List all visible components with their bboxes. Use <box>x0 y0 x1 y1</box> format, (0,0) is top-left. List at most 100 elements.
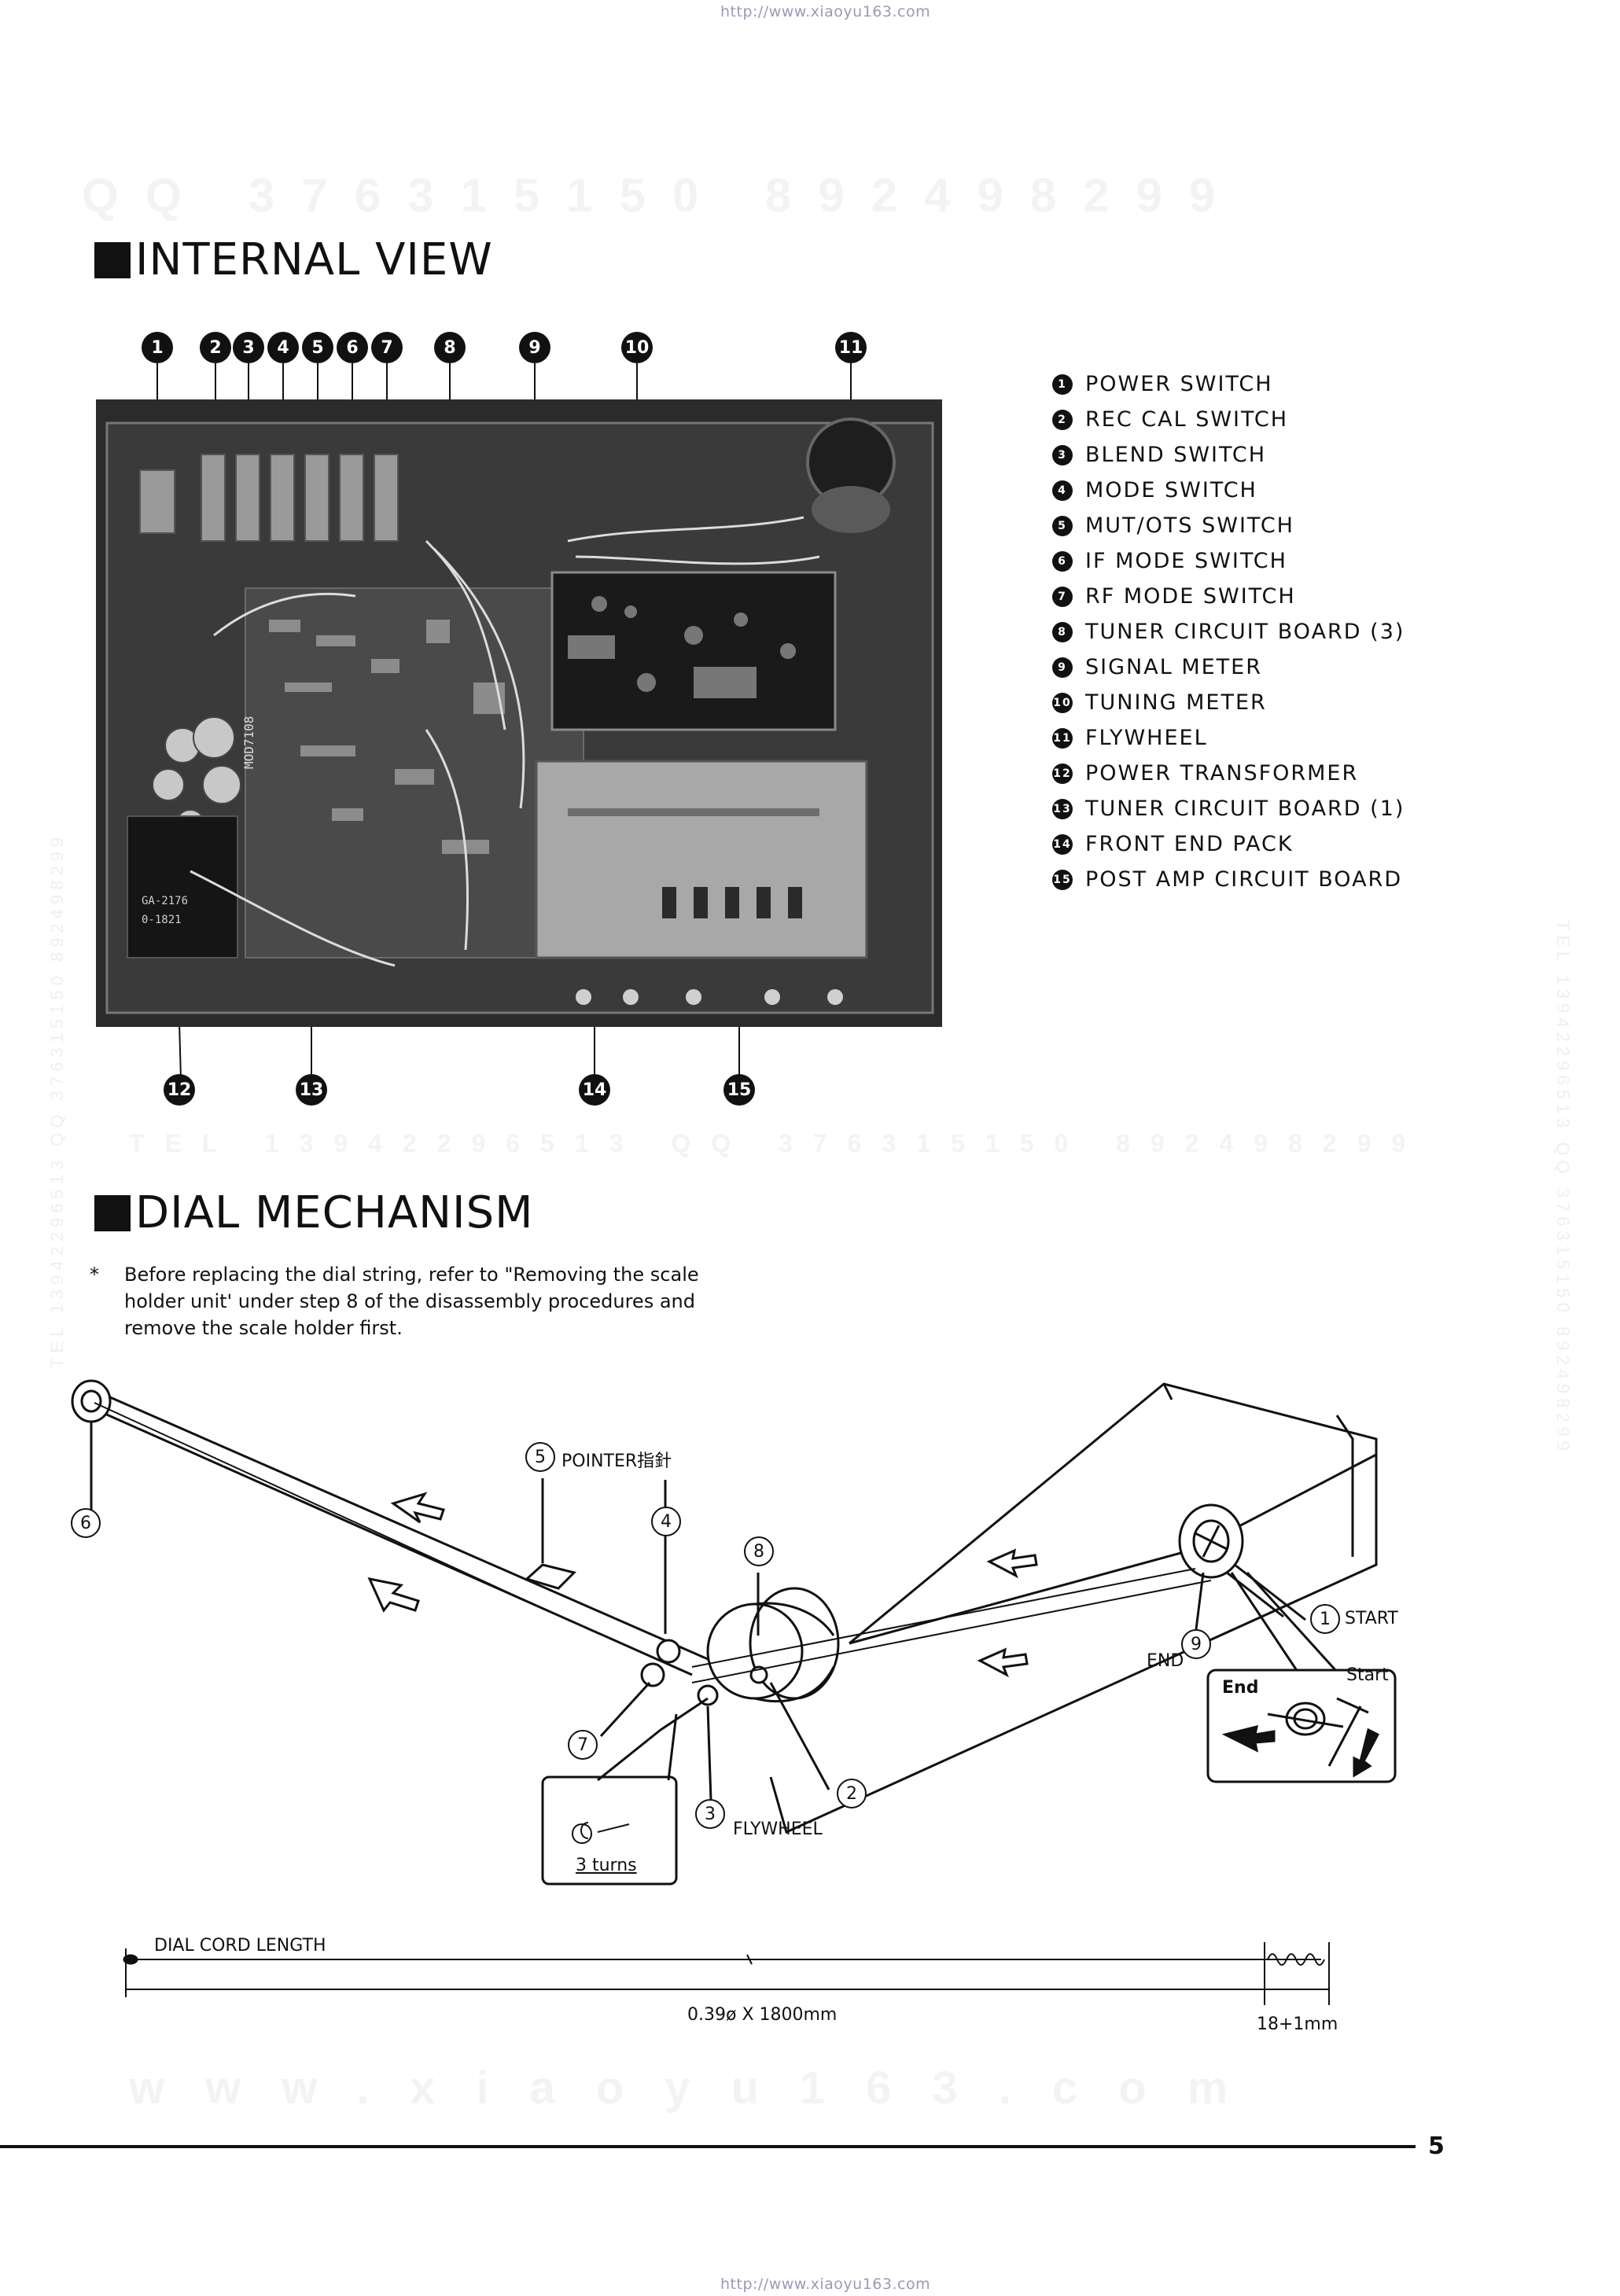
callout-badge: 2 <box>200 332 231 363</box>
turns-label: 3 turns <box>576 1856 637 1875</box>
legend-label: TUNER CIRCUIT BOARD (1) <box>1085 797 1405 821</box>
legend-number-icon: 8 <box>1052 621 1073 642</box>
dial-circle-number: 8 <box>744 1536 774 1566</box>
heading-square-icon <box>94 1194 131 1231</box>
flywheel-label: FLYWHEEL <box>733 1820 823 1839</box>
legend-number-icon: 1 <box>1052 373 1073 395</box>
dial-note: * Before replacing the dial string, refe… <box>90 1261 719 1341</box>
callout-badge: 5 <box>302 332 333 363</box>
callout-badge: 15 <box>723 1074 755 1106</box>
legend-item: 5 MUT/OTS SWITCH <box>1052 508 1405 543</box>
legend-item: 13 TUNER CIRCUIT BOARD (1) <box>1052 791 1405 826</box>
footer-url[interactable]: http://www.xiaoyu163.com <box>720 2276 931 2293</box>
legend-label: MUT/OTS SWITCH <box>1085 513 1294 538</box>
legend-label: RF MODE SWITCH <box>1085 584 1296 609</box>
legend-item: 3 BLEND SWITCH <box>1052 437 1405 473</box>
callout-badge: 13 <box>296 1074 327 1106</box>
note-line: Before replacing the dial string, refer … <box>124 1264 699 1286</box>
note-marker: * <box>90 1264 99 1286</box>
heading-square-icon <box>94 241 131 278</box>
transformer-text: 0-1821 <box>142 914 182 926</box>
header-url[interactable]: http://www.xiaoyu163.com <box>720 3 931 20</box>
dial-cord-title: DIAL CORD LENGTH <box>154 1936 326 1956</box>
callout-badge: 9 <box>519 332 550 363</box>
inset-start-label: Start <box>1346 1665 1389 1685</box>
dial-circle-number: 2 <box>837 1779 867 1808</box>
internal-view-heading: INTERNAL VIEW <box>94 234 493 285</box>
transformer-text: GA-2176 <box>142 895 188 907</box>
callout-badge: 14 <box>579 1074 610 1106</box>
legend-label: POST AMP CIRCUIT BOARD <box>1085 867 1403 892</box>
callout-badge: 12 <box>164 1074 195 1106</box>
note-line: holder unit' under step 8 of the disasse… <box>124 1290 695 1312</box>
dial-circle-number: 5 <box>525 1442 555 1472</box>
callout-badge: 6 <box>337 332 368 363</box>
callout-badge: 3 <box>233 332 264 363</box>
legend-item: 8 TUNER CIRCUIT BOARD (3) <box>1052 614 1405 649</box>
watermark-mid: TEL 13942296513 QQ 376315150 892498299 <box>129 1129 1427 1157</box>
dial-cord-length: 0.39ø X 1800mm <box>687 2005 838 2025</box>
legend-number-icon: 15 <box>1052 869 1073 890</box>
dial-mechanism-heading: DIAL MECHANISM <box>94 1187 533 1238</box>
dial-circle-number: 9 <box>1181 1629 1211 1659</box>
legend-item: 9 SIGNAL METER <box>1052 649 1405 685</box>
watermark-top: QQ 376315150 892498299 <box>82 169 1243 222</box>
legend-number-icon: 11 <box>1052 727 1073 749</box>
legend-item: 12 POWER TRANSFORMER <box>1052 756 1405 791</box>
dial-circle-number: 4 <box>651 1507 681 1536</box>
legend-label: TUNING METER <box>1085 690 1267 715</box>
callout-badge: 8 <box>434 332 466 363</box>
legend-number-icon: 3 <box>1052 444 1073 465</box>
callout-badge: 10 <box>621 332 653 363</box>
dial-cord-spring: 18+1mm <box>1257 2015 1338 2034</box>
dial-mechanism-title: DIAL MECHANISM <box>135 1187 534 1238</box>
legend-item: 7 RF MODE SWITCH <box>1052 579 1405 614</box>
legend-item: 2 REC CAL SWITCH <box>1052 402 1405 437</box>
dial-circle-number: 6 <box>71 1508 101 1538</box>
legend-label: REC CAL SWITCH <box>1085 407 1289 432</box>
callout-badge: 1 <box>142 332 173 363</box>
legend-label: POWER SWITCH <box>1085 372 1273 396</box>
start-label: START <box>1345 1609 1398 1628</box>
callout-badge: 4 <box>267 332 299 363</box>
legend-label: FRONT END PACK <box>1085 832 1294 856</box>
pointer-label: POINTER指針 <box>561 1452 672 1471</box>
legend-number-icon: 13 <box>1052 798 1073 819</box>
inset-end-label: End <box>1222 1678 1259 1698</box>
legend-number-icon: 14 <box>1052 833 1073 855</box>
legend-item: 6 IF MODE SWITCH <box>1052 543 1405 579</box>
legend-item: 1 POWER SWITCH <box>1052 366 1405 402</box>
internal-view-drawing: GA-2176 0-1821 MOD7108 <box>96 399 942 1027</box>
end-label: END <box>1147 1651 1184 1671</box>
legend-label: SIGNAL METER <box>1085 655 1262 679</box>
watermark-site: www.xiaoyu163.com <box>129 2062 1269 2114</box>
dial-circle-number: 1 <box>1310 1604 1340 1634</box>
callout-badge: 11 <box>835 332 867 363</box>
legend-item: 11 FLYWHEEL <box>1052 720 1405 756</box>
board-text: MOD7108 <box>241 716 256 769</box>
legend-number-icon: 6 <box>1052 550 1073 572</box>
dial-circle-number: 3 <box>695 1799 725 1829</box>
legend-label: POWER TRANSFORMER <box>1085 761 1359 786</box>
note-line: remove the scale holder first. <box>124 1317 403 1339</box>
legend-number-icon: 4 <box>1052 480 1073 501</box>
legend-label: IF MODE SWITCH <box>1085 549 1287 573</box>
legend-number-icon: 12 <box>1052 763 1073 784</box>
legend-number-icon: 7 <box>1052 586 1073 607</box>
callout-badge: 7 <box>371 332 403 363</box>
legend-label: FLYWHEEL <box>1085 726 1208 750</box>
legend-label: TUNER CIRCUIT BOARD (3) <box>1085 620 1405 644</box>
dial-circle-number: 7 <box>568 1730 598 1760</box>
legend-item: 15 POST AMP CIRCUIT BOARD <box>1052 862 1405 897</box>
legend-item: 14 FRONT END PACK <box>1052 826 1405 862</box>
legend-number-icon: 5 <box>1052 515 1073 536</box>
internal-view-title: INTERNAL VIEW <box>135 234 493 285</box>
legend-label: BLEND SWITCH <box>1085 443 1267 467</box>
legend-number-icon: 9 <box>1052 657 1073 678</box>
page-number: 5 <box>1428 2132 1445 2160</box>
legend-number-icon: 2 <box>1052 409 1073 430</box>
internal-view-photo: GA-2176 0-1821 MOD7108 <box>96 399 942 1027</box>
